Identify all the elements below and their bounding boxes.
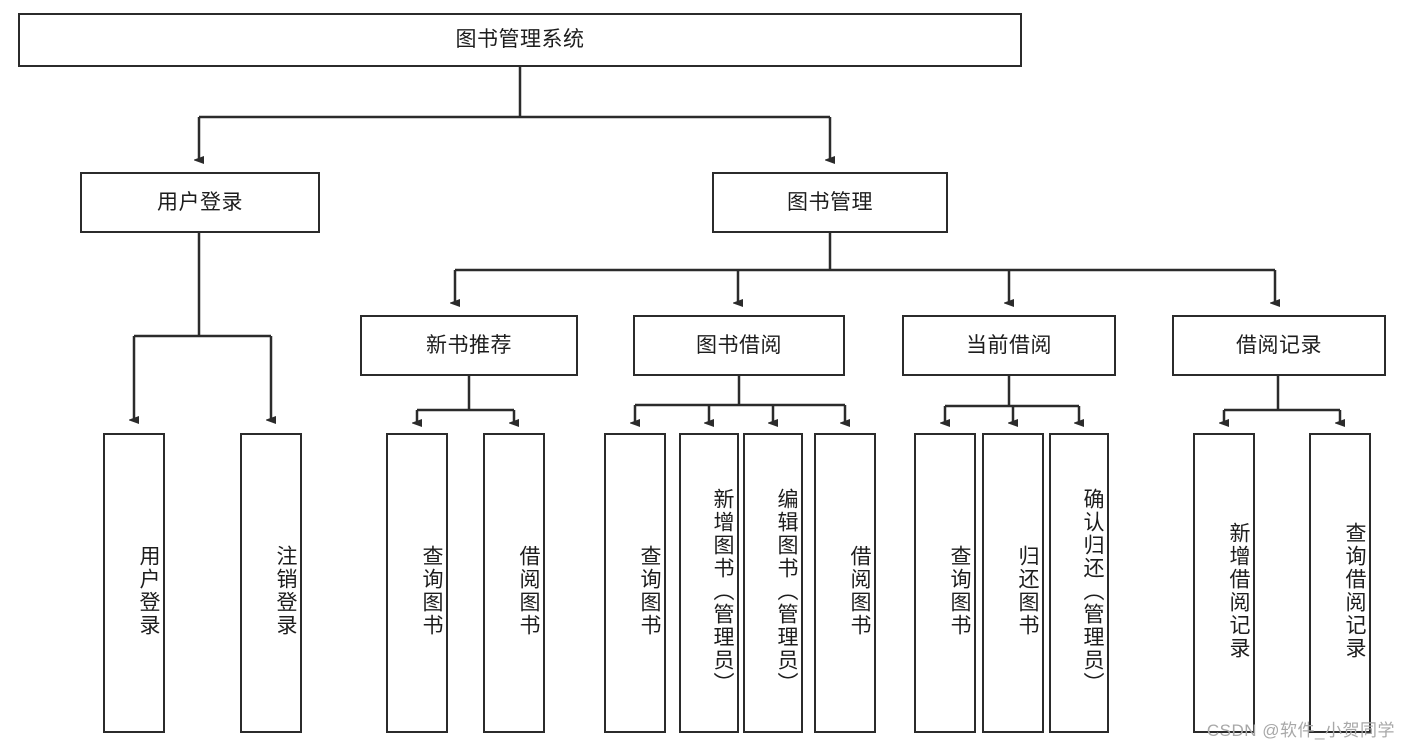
node-leaf-return-book[interactable]: 归还图书: [982, 433, 1044, 733]
node-root-system[interactable]: 图书管理系统: [18, 13, 1022, 67]
node-label: 用户登录: [157, 190, 243, 214]
node-current-borrow[interactable]: 当前借阅: [902, 315, 1116, 376]
node-label: 图书管理系统: [455, 28, 585, 52]
node-label: 图书管理: [787, 190, 873, 214]
node-label: 新增图书（管理员）: [711, 487, 734, 695]
watermark-text: CSDN @软件_小贺同学: [1206, 721, 1395, 740]
node-borrow-record[interactable]: 借阅记录: [1172, 315, 1386, 376]
node-label: 借阅图书: [848, 545, 871, 637]
node-label: 图书借阅: [696, 333, 782, 357]
node-user-login[interactable]: 用户登录: [80, 172, 320, 233]
node-label: 当前借阅: [966, 333, 1052, 357]
node-label: 查询图书: [948, 545, 971, 637]
node-label: 编辑图书（管理员）: [775, 487, 798, 695]
node-leaf-borrow-book-recommend[interactable]: 借阅图书: [483, 433, 545, 733]
node-book-borrow[interactable]: 图书借阅: [633, 315, 845, 376]
node-label: 归还图书: [1016, 545, 1039, 637]
node-leaf-add-book-admin[interactable]: 新增图书（管理员）: [679, 433, 739, 733]
node-label: 新书推荐: [426, 333, 512, 357]
node-label: 查询图书: [638, 545, 661, 637]
node-label: 借阅图书: [517, 545, 540, 637]
node-label: 注销登录: [274, 545, 297, 637]
node-label: 用户登录: [137, 545, 160, 637]
node-leaf-confirm-return-admin[interactable]: 确认归还（管理员）: [1049, 433, 1109, 733]
node-leaf-query-book-current[interactable]: 查询图书: [914, 433, 976, 733]
node-leaf-user-login[interactable]: 用户登录: [103, 433, 165, 733]
node-label: 借阅记录: [1236, 333, 1322, 357]
node-leaf-user-logout[interactable]: 注销登录: [240, 433, 302, 733]
node-label: 确认归还（管理员）: [1081, 487, 1104, 695]
node-label: 查询图书: [420, 545, 443, 637]
node-leaf-query-book-borrow[interactable]: 查询图书: [604, 433, 666, 733]
node-label: 查询借阅记录: [1343, 522, 1366, 660]
node-leaf-query-book-recommend[interactable]: 查询图书: [386, 433, 448, 733]
node-leaf-edit-book-admin[interactable]: 编辑图书（管理员）: [743, 433, 803, 733]
node-label: 新增借阅记录: [1227, 522, 1250, 660]
node-leaf-query-borrow-record[interactable]: 查询借阅记录: [1309, 433, 1371, 733]
node-leaf-add-borrow-record[interactable]: 新增借阅记录: [1193, 433, 1255, 733]
node-book-management[interactable]: 图书管理: [712, 172, 948, 233]
node-new-book-recommend[interactable]: 新书推荐: [360, 315, 578, 376]
node-leaf-borrow-book[interactable]: 借阅图书: [814, 433, 876, 733]
